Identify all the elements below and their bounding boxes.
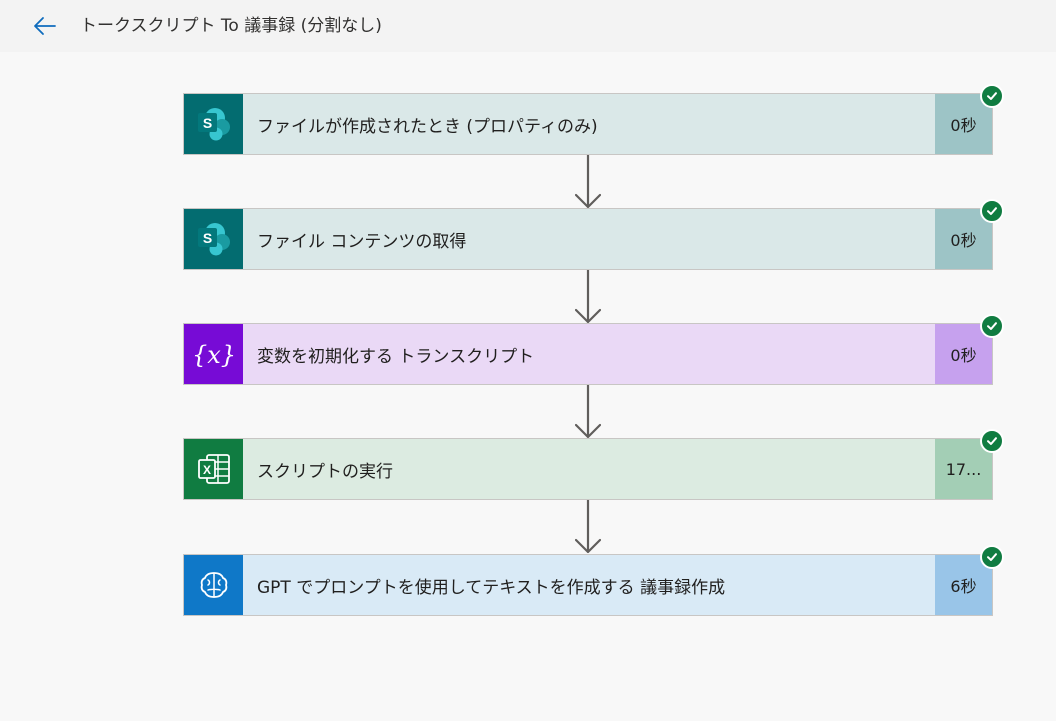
svg-text:X: X bbox=[202, 463, 210, 477]
flow-step-initialize-variable[interactable]: {𝑥} 変数を初期化する トランスクリプト 0秒 bbox=[183, 314, 1004, 385]
back-arrow-icon bbox=[34, 17, 56, 35]
flow-canvas: S ファイルが作成されたとき (プロパティのみ) 0秒 S ファイル コンテンツ… bbox=[0, 52, 1056, 721]
step-icon-tile: S bbox=[184, 94, 243, 154]
step-icon-tile: X bbox=[184, 439, 243, 499]
sharepoint-icon: S bbox=[197, 108, 230, 141]
sharepoint-icon: S bbox=[197, 223, 230, 256]
connector-arrow bbox=[575, 385, 601, 439]
connector-arrow bbox=[575, 500, 601, 554]
step-label: ファイル コンテンツの取得 bbox=[243, 209, 935, 269]
success-check-icon bbox=[980, 314, 1004, 338]
step-icon-tile: S bbox=[184, 209, 243, 269]
flow-step-file-created[interactable]: S ファイルが作成されたとき (プロパティのみ) 0秒 bbox=[183, 84, 1004, 155]
flow-step-get-file-content[interactable]: S ファイル コンテンツの取得 0秒 bbox=[183, 199, 1004, 270]
step-duration: 6秒 bbox=[935, 555, 992, 615]
step-label: GPT でプロンプトを使用してテキストを作成する 議事録作成 bbox=[243, 555, 935, 615]
ai-brain-icon bbox=[200, 572, 227, 598]
step-label: 変数を初期化する トランスクリプト bbox=[243, 324, 935, 384]
svg-text:S: S bbox=[202, 115, 211, 131]
connector-arrow bbox=[575, 270, 601, 324]
svg-text:S: S bbox=[202, 230, 211, 246]
flow-title: トークスクリプト To 議事録 (分割なし) bbox=[80, 16, 382, 36]
variable-icon: {𝑥} bbox=[192, 341, 236, 369]
success-check-icon bbox=[980, 545, 1004, 569]
back-button[interactable] bbox=[30, 12, 60, 40]
connector-arrow bbox=[575, 155, 601, 209]
flow-step-run-script[interactable]: X スクリプトの実行 17... bbox=[183, 429, 1004, 500]
top-bar: トークスクリプト To 議事録 (分割なし) bbox=[0, 0, 1056, 52]
success-check-icon bbox=[980, 429, 1004, 453]
flow-step-gpt-create-text[interactable]: GPT でプロンプトを使用してテキストを作成する 議事録作成 6秒 bbox=[183, 545, 1004, 616]
step-label: ファイルが作成されたとき (プロパティのみ) bbox=[243, 94, 935, 154]
step-icon-tile: {𝑥} bbox=[184, 324, 243, 384]
svg-text:{𝑥}: {𝑥} bbox=[192, 341, 236, 369]
step-label: スクリプトの実行 bbox=[243, 439, 935, 499]
step-icon-tile bbox=[184, 555, 243, 615]
success-check-icon bbox=[980, 199, 1004, 223]
excel-icon: X bbox=[197, 454, 230, 484]
success-check-icon bbox=[980, 84, 1004, 108]
